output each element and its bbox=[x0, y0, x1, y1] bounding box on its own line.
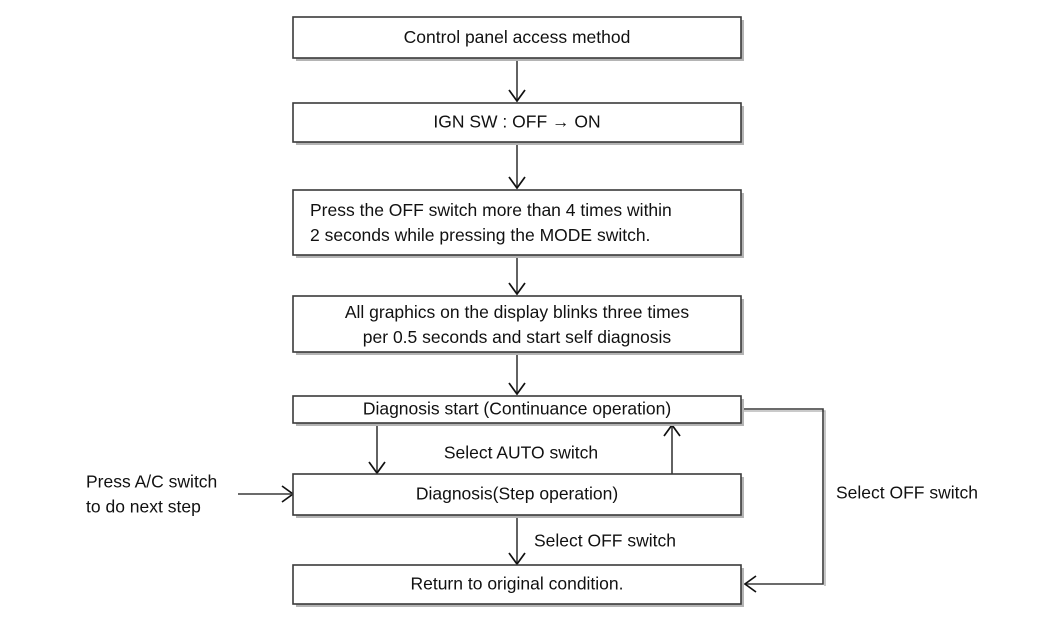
edge-label-select-off-switch-middle: Select OFF switch bbox=[534, 531, 676, 551]
box-all-graphics-blink-line-1: All graphics on the display blinks three… bbox=[345, 302, 690, 322]
connector-access-to-ign bbox=[508, 58, 526, 103]
box-all-graphics-blink-line-2: per 0.5 seconds and start self diagnosis bbox=[363, 327, 672, 347]
box-ign-sw-label: IGN SW : OFF → ON bbox=[433, 112, 600, 132]
connector-press-off-to-blink bbox=[508, 255, 526, 296]
box-press-off-switch-line-1: Press the OFF switch more than 4 times w… bbox=[310, 200, 672, 220]
connector-step-to-start-up bbox=[663, 423, 681, 474]
connector-blink-to-diagnosis-start bbox=[508, 352, 526, 396]
box-diagnosis-start-label: Diagnosis start (Continuance operation) bbox=[363, 399, 671, 419]
edge-label-select-auto-switch: Select AUTO switch bbox=[444, 443, 598, 463]
connector-ign-to-press-off bbox=[508, 142, 526, 190]
annotation-press-ac-switch-line-2: to do next step bbox=[86, 497, 201, 517]
connector-start-to-step bbox=[368, 423, 386, 475]
box-diagnosis-step: Diagnosis(Step operation) bbox=[292, 473, 744, 518]
box-press-off-switch: Press the OFF switch more than 4 times w… bbox=[292, 189, 744, 258]
connector-ac-switch-into-step bbox=[238, 485, 295, 503]
connector-step-to-return bbox=[508, 515, 526, 566]
box-press-off-switch-line-2: 2 seconds while pressing the MODE switch… bbox=[310, 225, 650, 245]
box-return-original-label: Return to original condition. bbox=[410, 574, 623, 594]
box-ign-sw: IGN SW : OFF → ON bbox=[292, 102, 744, 145]
box-diagnosis-step-label: Diagnosis(Step operation) bbox=[416, 484, 618, 504]
box-all-graphics-blink: All graphics on the display blinks three… bbox=[292, 295, 744, 355]
annotation-press-ac-switch-line-1: Press A/C switch bbox=[86, 472, 217, 492]
box-control-panel-access-method: Control panel access method bbox=[292, 16, 744, 61]
connector-start-to-return-right bbox=[742, 408, 826, 593]
box-return-original: Return to original condition. bbox=[292, 564, 744, 607]
edge-label-select-off-switch-right: Select OFF switch bbox=[836, 483, 978, 503]
box-control-panel-access-method-label: Control panel access method bbox=[404, 27, 631, 47]
box-diagnosis-start: Diagnosis start (Continuance operation) bbox=[292, 395, 744, 426]
